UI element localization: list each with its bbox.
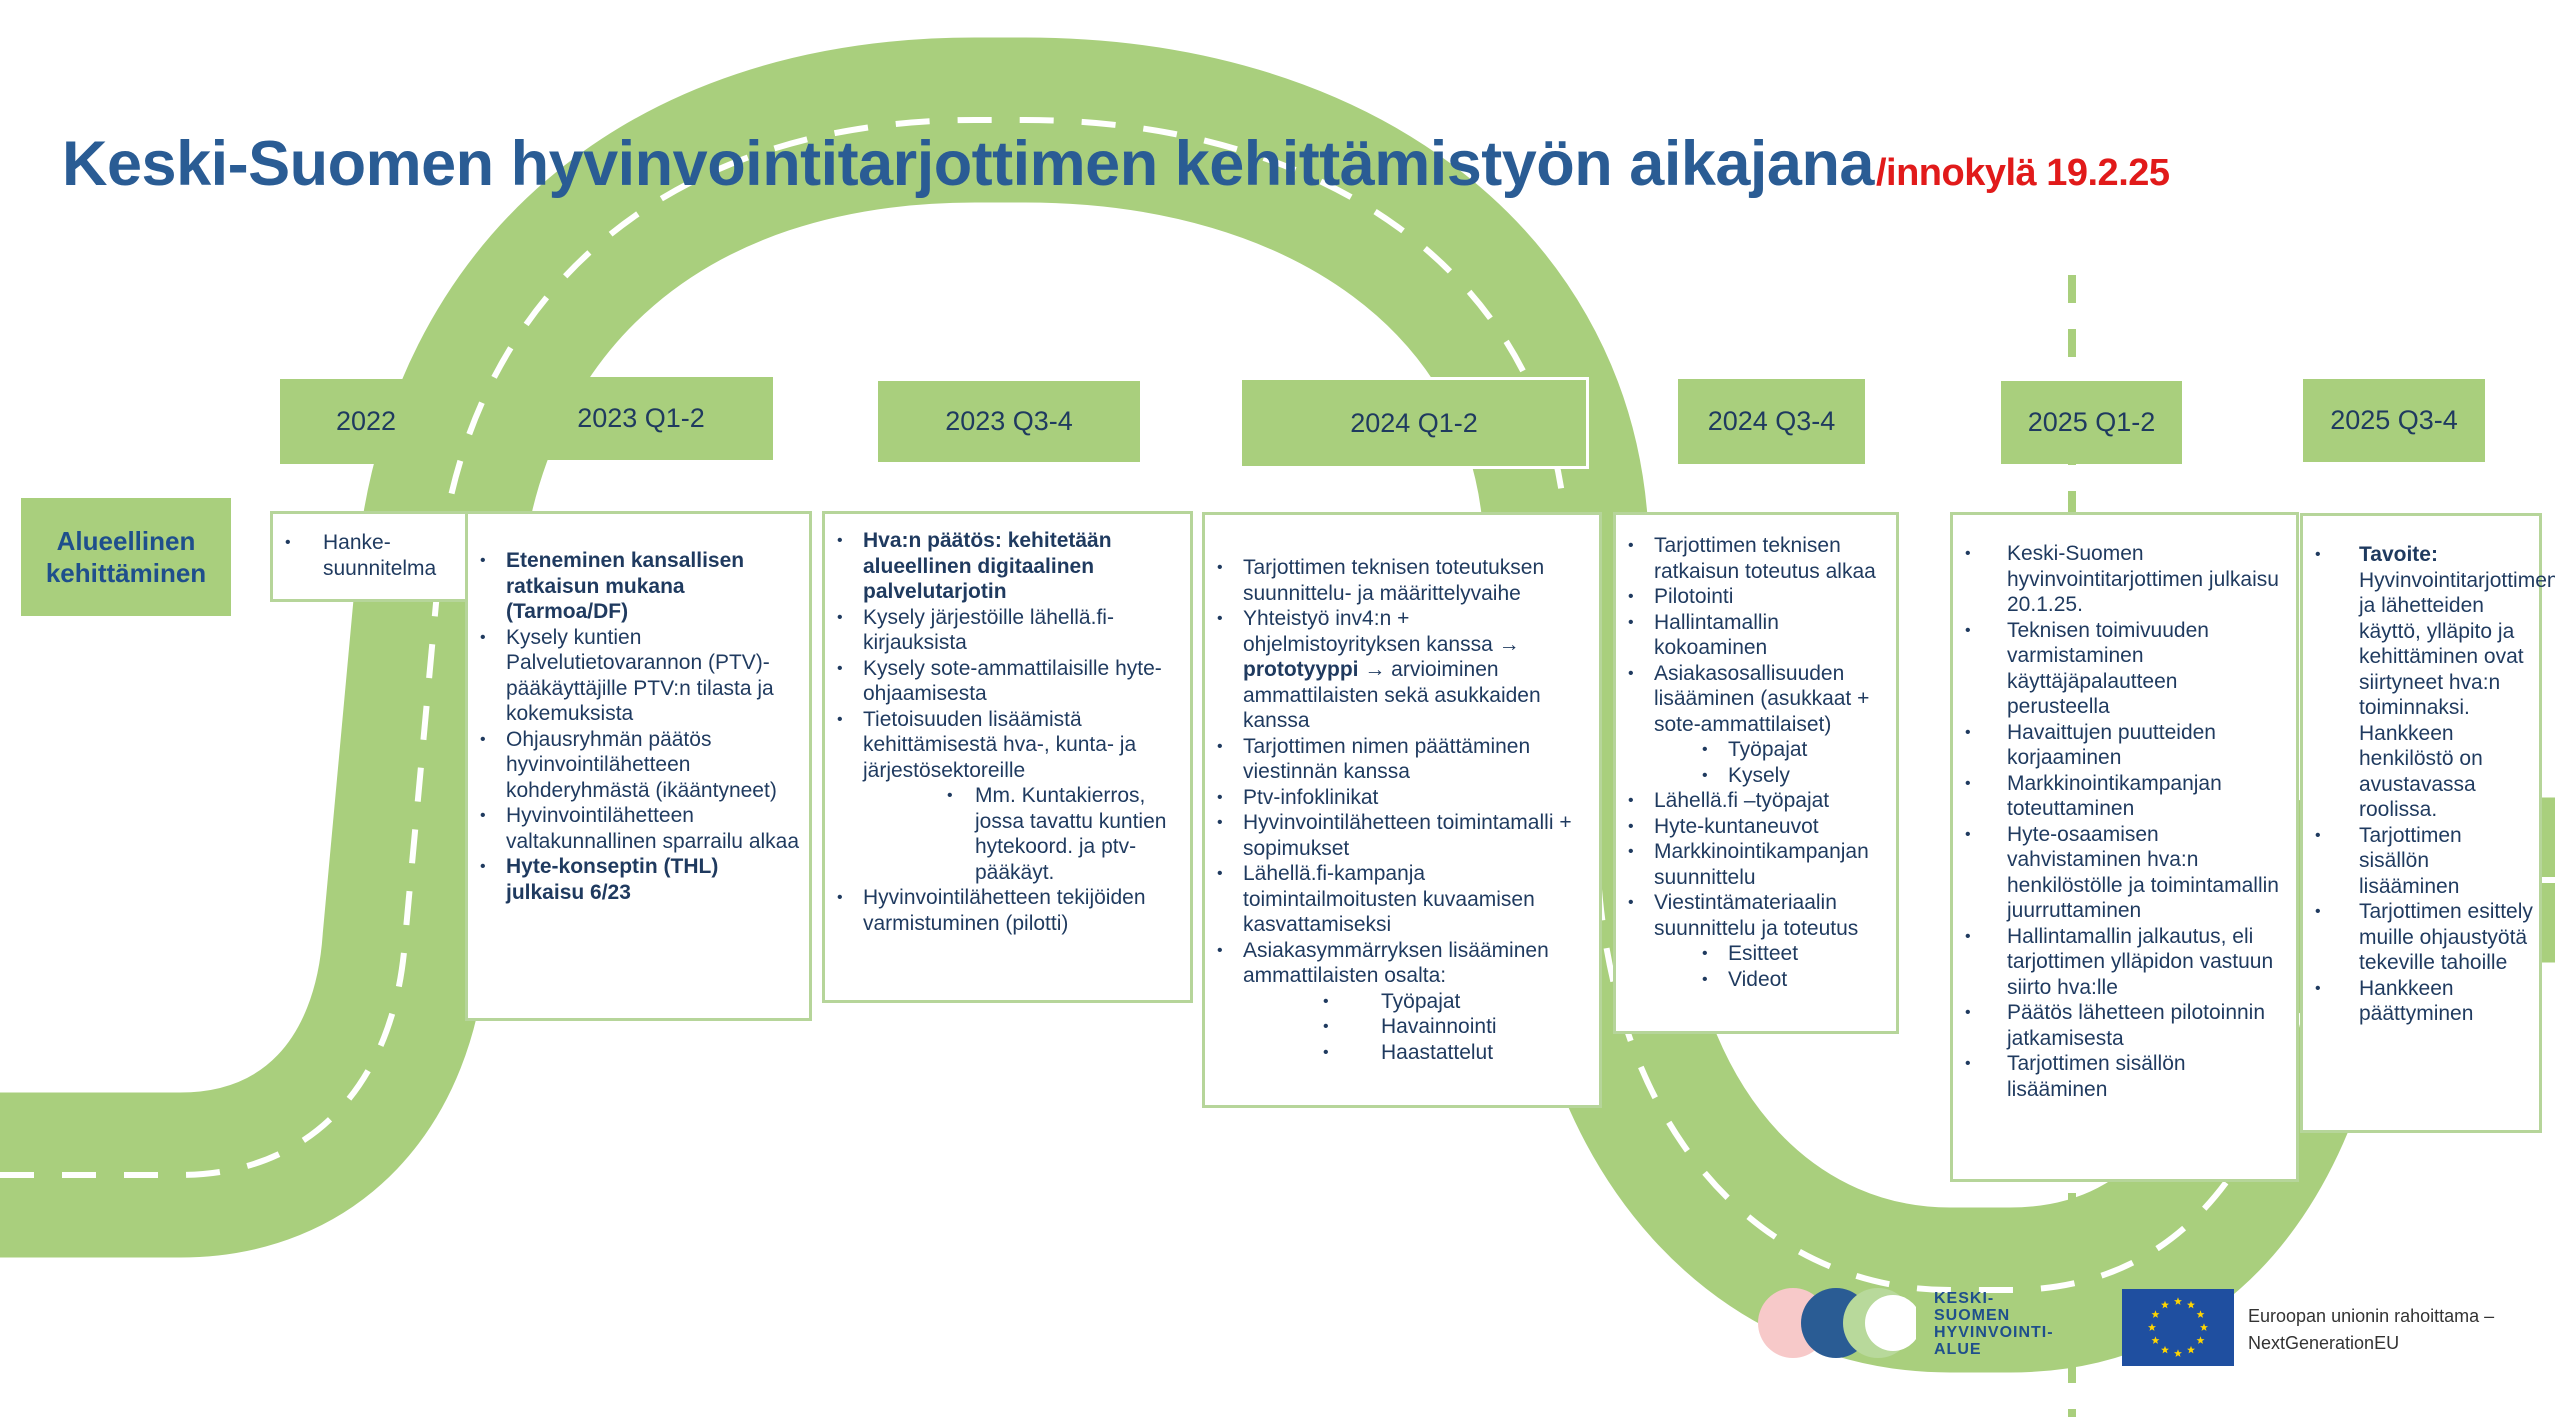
card-2025a-item: Havaittujen puutteiden korjaaminen (1953, 720, 2286, 771)
card-2025b-item: Tarjottimen esittely muille ohjaustyötä … (2303, 899, 2533, 976)
card-2025a-item: Tarjottimen sisällön lisääminen (1953, 1051, 2286, 1102)
eu-star-icon (2151, 1310, 2160, 1318)
eu-star-icon (2161, 1300, 2169, 1309)
period-2024-q3-4: 2024 Q3-4 (1678, 379, 1865, 464)
card-2023a-item: Eteneminen kansallisen ratkaisun mukana … (468, 548, 799, 625)
period-2025-q1-2: 2025 Q1-2 (2001, 381, 2182, 464)
title-date-suffix: /innokylä 19.2.25 (1875, 152, 2170, 194)
card-2024b-subitem: Videot (1616, 967, 1890, 993)
eu-star-icon (2148, 1323, 2156, 1331)
card-2025b-item: Tavoite: Hyvinvointitarjottimen ja lähet… (2303, 542, 2555, 823)
card-2024a-item: Ptv-infoklinikat (1205, 785, 1589, 811)
period-2024-q1-2: 2024 Q1-2 (1239, 377, 1589, 469)
card-2024b-subitem: Esitteet (1616, 941, 1890, 967)
card-2024b-subitem: Työpajat (1616, 737, 1890, 763)
card-2025a-item: Keski-Suomen hyvinvointitarjottimen julk… (1953, 541, 2286, 618)
page-title: Keski-Suomen hyvinvointitarjottimen kehi… (62, 128, 2170, 200)
card-2024a-item: Hyvinvointilähetteen toimintamalli + sop… (1205, 810, 1589, 861)
card-2024a-subitem: Haastattelut (1205, 1040, 1589, 1066)
card-2024b-item: Pilotointi (1616, 584, 1890, 610)
card-2024a-item: Tarjottimen nimen päättäminen viestinnän… (1205, 734, 1589, 785)
eu-star-icon (2187, 1300, 2195, 1309)
card-2023b-item: Hyvinvointilähetteen tekijöiden varmistu… (825, 885, 1180, 936)
card-2024-q1-2: Tarjottimen teknisen toteutuksen suunnit… (1202, 512, 1602, 1108)
card-2024b-item: Hyte-kuntaneuvot (1616, 814, 1890, 840)
card-2022: Hanke-suunnitelma (270, 511, 468, 602)
row-label: Alueellinen kehittäminen (21, 498, 231, 616)
card-2024a-item: Lähellä.fi-kampanja toimintailmoitusten … (1205, 861, 1589, 938)
card-2023b-item: Hva:n päätös: kehitetään alueellinen dig… (825, 528, 1180, 605)
period-2022: 2022 (280, 379, 452, 464)
eu-star-icon (2174, 1349, 2182, 1357)
card-2023-q3-4: Hva:n päätös: kehitetään alueellinen dig… (822, 511, 1193, 1003)
card-2023b-item: Kysely järjestöille lähellä.fi-kirjauksi… (825, 605, 1180, 656)
eu-star-icon (2187, 1345, 2195, 1354)
card-2025a-item: Hyte-osaamisen vahvistaminen hva:n henki… (1953, 822, 2286, 924)
card-2023-q1-2: Eteneminen kansallisen ratkaisun mukana … (465, 511, 812, 1021)
card-2025-q3-4: Tavoite: Hyvinvointitarjottimen ja lähet… (2300, 513, 2555, 1133)
eu-star-icon (2196, 1310, 2205, 1318)
card-2025a-item: Markkinointikampanjan toteuttaminen (1953, 771, 2286, 822)
eu-flag-icon (2122, 1289, 2234, 1366)
card-2024b-item: Viestintämateriaalin suunnittelu ja tote… (1616, 890, 1890, 941)
card-2024b-subitem: Kysely (1616, 763, 1890, 789)
period-2023-q3-4: 2023 Q3-4 (875, 378, 1143, 465)
card-2024a-subitem: Havainnointi (1205, 1014, 1589, 1040)
logo-circle-white (1865, 1295, 1916, 1351)
card-2023a-item: Ohjausryhmän päätös hyvinvointilähetteen… (468, 727, 799, 804)
card-2024b-item: Tarjottimen teknisen ratkaisun toteutus … (1616, 533, 1890, 584)
eu-star-icon (2151, 1336, 2160, 1344)
card-2024a-subitem: Työpajat (1205, 989, 1589, 1015)
card-2025a-item: Teknisen toimivuuden varmistaminen käytt… (1953, 618, 2286, 720)
period-2025-q3-4: 2025 Q3-4 (2303, 379, 2485, 462)
card-2023b-item: Tietoisuuden lisäämistä kehittämisestä h… (825, 707, 1180, 784)
card-2024a-item: Yhteistyö inv4:n + ohjelmistoyrityksen k… (1205, 606, 1589, 734)
card-2025b-item: Hankkeen päättyminen (2303, 976, 2533, 1027)
card-2024b-item: Lähellä.fi –työpajat (1616, 788, 1890, 814)
card-2024b-item: Markkinointikampanjan suunnittelu (1616, 839, 1890, 890)
card-2025b-item: Tarjottimen sisällön lisääminen (2303, 823, 2533, 900)
title-main: Keski-Suomen hyvinvointitarjottimen kehi… (62, 129, 1874, 199)
wellbeing-area-logo-text: KESKI- SUOMEN HYVINVOINTI- ALUE (1934, 1290, 2054, 1358)
card-2024a-item: Asiakasymmärryksen lisääminen ammattilai… (1205, 938, 1589, 989)
card-2023a-item: Hyvinvointilähetteen valtakunnallinen sp… (468, 803, 799, 854)
wellbeing-area-logo (1758, 1288, 1916, 1358)
card-2025-q1-2: Keski-Suomen hyvinvointitarjottimen julk… (1950, 512, 2299, 1182)
card-2024-q3-4: Tarjottimen teknisen ratkaisun toteutus … (1613, 512, 1899, 1034)
card-2024a-item: Tarjottimen teknisen toteutuksen suunnit… (1205, 555, 1589, 606)
card-2024b-item: Hallintamallin kokoaminen (1616, 610, 1890, 661)
eu-star-icon (2174, 1297, 2182, 1305)
card-2022-item: Hanke-suunnitelma (273, 530, 465, 581)
card-2025a-item: Päätös lähetteen pilotoinnin jatkamisest… (1953, 1000, 2286, 1051)
eu-star-icon (2196, 1336, 2205, 1344)
card-2023b-item: Kysely sote-ammattilaisille hyte-ohjaami… (825, 656, 1180, 707)
card-2023b-subitem: Mm. Kuntakierros, jossa tavattu kuntien … (825, 783, 1180, 885)
card-2025a-item: Hallintamallin jalkautus, eli tarjottime… (1953, 924, 2286, 1001)
eu-funding-text: Euroopan unionin rahoittama – NextGenera… (2248, 1306, 2495, 1353)
card-2024b-item: Asiakasosallisuuden lisääminen (asukkaat… (1616, 661, 1890, 738)
period-2023-q1-2: 2023 Q1-2 (509, 377, 773, 460)
eu-star-icon (2200, 1323, 2208, 1331)
card-2023a-item: Hyte-konseptin (THL) julkaisu 6/23 (468, 854, 799, 905)
card-2023a-item: Kysely kuntien Palvelutietovarannon (PTV… (468, 625, 799, 727)
eu-star-icon (2161, 1345, 2169, 1354)
